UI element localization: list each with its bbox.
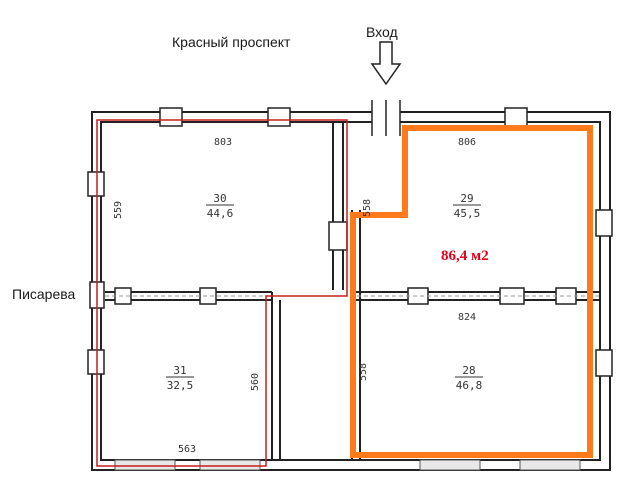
room-number: 28 (462, 364, 475, 377)
room-number: 30 (213, 192, 226, 205)
dimension-563: 563 (178, 444, 196, 455)
red-outline (96, 119, 348, 467)
entrance-marks (371, 100, 401, 136)
room-30: 30 44,6 (206, 192, 234, 220)
highlight-area-outline (350, 125, 593, 458)
dimension-824: 824 (458, 312, 476, 323)
room-28: 28 46,8 (455, 364, 483, 392)
entrance-arrow-icon (370, 41, 402, 86)
dimension-806: 806 (458, 137, 476, 148)
room-number: 31 (173, 364, 186, 377)
outer-walls (91, 111, 611, 471)
dimension-560: 560 (250, 373, 261, 391)
street-label-top: Красный проспект (172, 34, 291, 50)
dimension-803: 803 (214, 137, 232, 148)
room-area: 44,6 (207, 207, 234, 220)
interior-walls (105, 122, 600, 460)
highlight-area-label: 86,4 м2 (441, 248, 489, 264)
room-area: 32,5 (167, 379, 194, 392)
room-number: 29 (460, 192, 473, 205)
dimension-558-lower: 558 (358, 363, 369, 381)
dimension-558-upper: 558 (362, 199, 373, 217)
room-area: 45,5 (454, 207, 481, 220)
bottom-sills (114, 459, 581, 471)
room-area: 46,8 (456, 379, 483, 392)
dimension-559: 559 (113, 201, 124, 219)
street-label-left: Писарева (12, 286, 76, 302)
entrance-label: Вход (366, 24, 398, 40)
room-29: 29 45,5 (453, 192, 481, 220)
window-openings (87, 107, 613, 377)
room-31: 31 32,5 (166, 364, 194, 392)
